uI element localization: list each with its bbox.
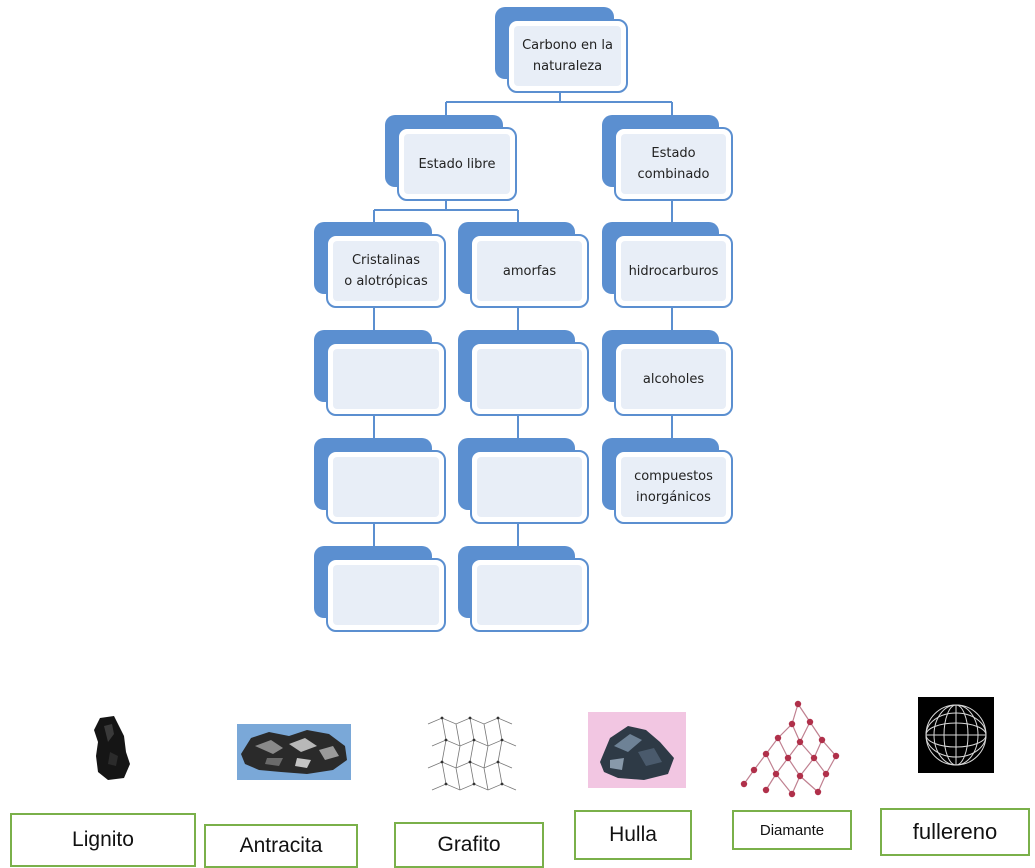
node-estado-libre: Estado libre xyxy=(385,115,517,201)
grafito-structure-image[interactable] xyxy=(422,710,522,796)
label-lignito[interactable]: Lignito xyxy=(10,813,196,867)
node-amorfas-label: amorfas xyxy=(477,241,582,301)
node-blank[interactable] xyxy=(458,438,589,524)
node-estado-combinado: Estado combinado xyxy=(602,115,733,201)
node-compuestos-inorganicos: compuestos inorgánicos xyxy=(602,438,733,524)
label-hulla[interactable]: Hulla xyxy=(574,810,692,860)
node-cristalinas: Cristalinas o alotrópicas xyxy=(314,222,446,308)
node-amorfas: amorfas xyxy=(458,222,589,308)
label-antracita-text: Antracita xyxy=(239,834,323,857)
fullereno-molecule-image[interactable] xyxy=(918,697,994,773)
node-carbono-naturaleza: Carbono en la naturaleza xyxy=(495,7,628,93)
node-estado-libre-label: Estado libre xyxy=(404,134,510,194)
label-grafito-text: Grafito xyxy=(437,833,501,856)
lignito-rock-image[interactable] xyxy=(86,712,136,782)
node-blank[interactable] xyxy=(458,330,589,416)
label-hulla-text: Hulla xyxy=(609,823,657,846)
label-grafito[interactable]: Grafito xyxy=(394,822,544,868)
label-fullereno-text: fullereno xyxy=(912,819,998,844)
node-alcoholes-label: alcoholes xyxy=(621,349,726,409)
node-hidrocarburos-label: hidrocarburos xyxy=(621,241,726,301)
node-blank[interactable] xyxy=(314,546,446,632)
label-antracita[interactable]: Antracita xyxy=(204,824,358,868)
node-hidrocarburos: hidrocarburos xyxy=(602,222,733,308)
antracita-rock-image[interactable] xyxy=(237,724,351,780)
hulla-rock-image[interactable] xyxy=(588,712,686,788)
diamante-lattice-image[interactable] xyxy=(736,696,850,804)
node-blank[interactable] xyxy=(314,330,446,416)
label-fullereno[interactable]: fullereno xyxy=(880,808,1030,856)
node-cristalinas-label: Cristalinas o alotrópicas xyxy=(333,241,439,301)
label-lignito-text: Lignito xyxy=(72,828,134,851)
label-diamante-text: Diamante xyxy=(759,821,825,839)
node-estado-combinado-label: Estado combinado xyxy=(621,134,726,194)
node-compuestos-label: compuestos inorgánicos xyxy=(621,457,726,517)
node-blank[interactable] xyxy=(458,546,589,632)
node-carbono-label: Carbono en la naturaleza xyxy=(514,26,621,86)
label-diamante[interactable]: Diamante xyxy=(732,810,852,850)
node-blank[interactable] xyxy=(314,438,446,524)
node-alcoholes: alcoholes xyxy=(602,330,733,416)
